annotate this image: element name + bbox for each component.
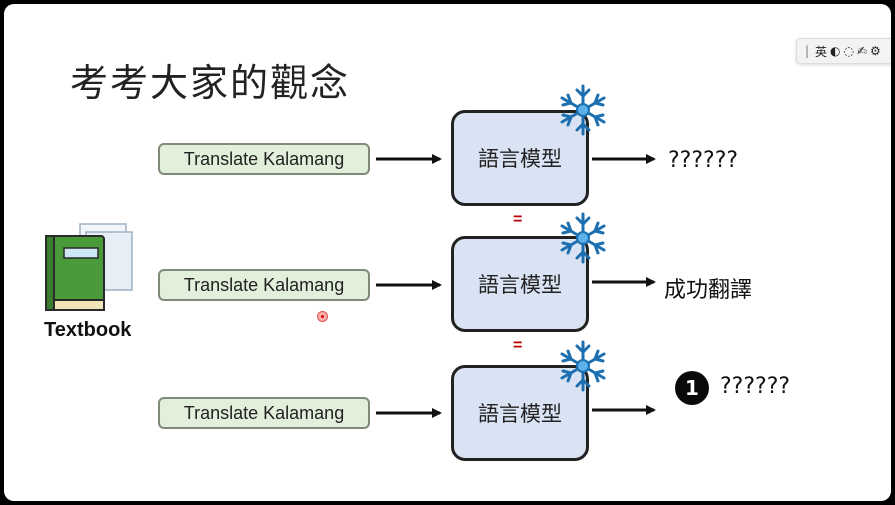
input-box: Translate Kalamang: [158, 143, 370, 175]
half-full-width-icon[interactable]: ◐: [830, 44, 841, 58]
textbook-label: Textbook: [44, 319, 132, 341]
input-box: Translate Kalamang: [158, 269, 370, 301]
language-model-box: 語言模型: [451, 365, 589, 461]
textbook-icon: [45, 223, 133, 311]
language-model-box: 語言模型: [451, 110, 589, 206]
equals-sign: =: [513, 211, 523, 228]
input-box: Translate Kalamang: [158, 397, 370, 429]
snowflake-icon: [560, 212, 606, 264]
output-text: ??????: [720, 374, 791, 399]
ime-drag-handle[interactable]: |: [804, 44, 810, 58]
output-text: 成功翻譯: [664, 278, 753, 303]
equals-sign: =: [513, 337, 523, 354]
language-model-box: 語言模型: [451, 236, 589, 332]
snowflake-icon: [560, 84, 606, 136]
ime-mode-toggle[interactable]: 英: [815, 44, 828, 59]
number-badge: 1: [675, 371, 709, 405]
diagram-graphics: [45, 84, 656, 418]
settings-icon[interactable]: ⚙: [870, 44, 881, 58]
handwriting-icon[interactable]: ✍: [856, 44, 868, 58]
output-text: ??????: [668, 148, 739, 173]
snowflake-icon: [560, 340, 606, 392]
ime-toolbar: | 英 ◐ ◌ ✍ ⚙: [796, 38, 891, 64]
slide-title: 考考大家的觀念: [70, 61, 351, 105]
pointer-cursor: [317, 311, 328, 322]
punctuation-icon[interactable]: ◌: [843, 44, 854, 58]
slide: 考考大家的觀念 | 英 ◐ ◌ ✍ ⚙ Translate Kalamang T…: [4, 4, 891, 501]
